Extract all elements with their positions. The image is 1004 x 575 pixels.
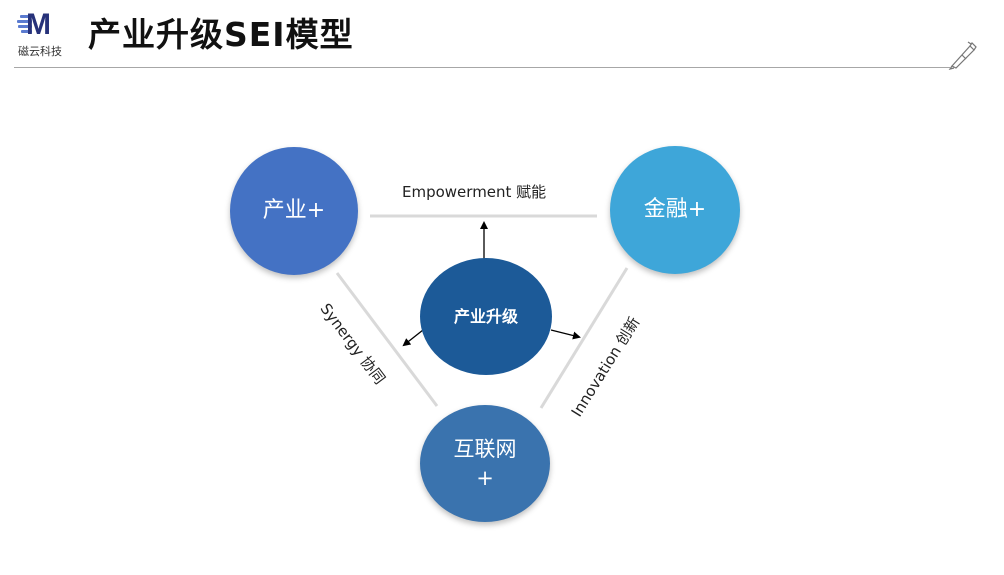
node-finance-label: 金融+	[643, 197, 707, 223]
node-industry: 产业+	[230, 147, 358, 275]
header-divider	[14, 67, 950, 68]
node-industry-label: 产业+	[262, 198, 326, 224]
arrow-right	[550, 329, 581, 340]
page-title: 产业升级SEI模型	[88, 15, 354, 54]
edge-label-empowerment: Empowerment 赋能	[402, 183, 547, 201]
node-center-label: 产业升级	[453, 306, 518, 326]
logo-company-name: 磁云科技	[18, 45, 62, 58]
node-internet: 互联网 +	[420, 405, 550, 522]
node-internet-label: 互联网 +	[453, 437, 517, 490]
pen-icon	[948, 41, 977, 70]
edge-line-right	[539, 267, 629, 409]
node-center: 产业升级	[420, 258, 552, 375]
edge-line-left	[335, 272, 439, 407]
company-logo: M 磁云科技	[12, 8, 68, 58]
logo-mark: M	[26, 8, 51, 41]
arrow-left	[402, 329, 424, 347]
logo-stripes	[14, 15, 32, 37]
node-finance: 金融+	[610, 146, 740, 274]
